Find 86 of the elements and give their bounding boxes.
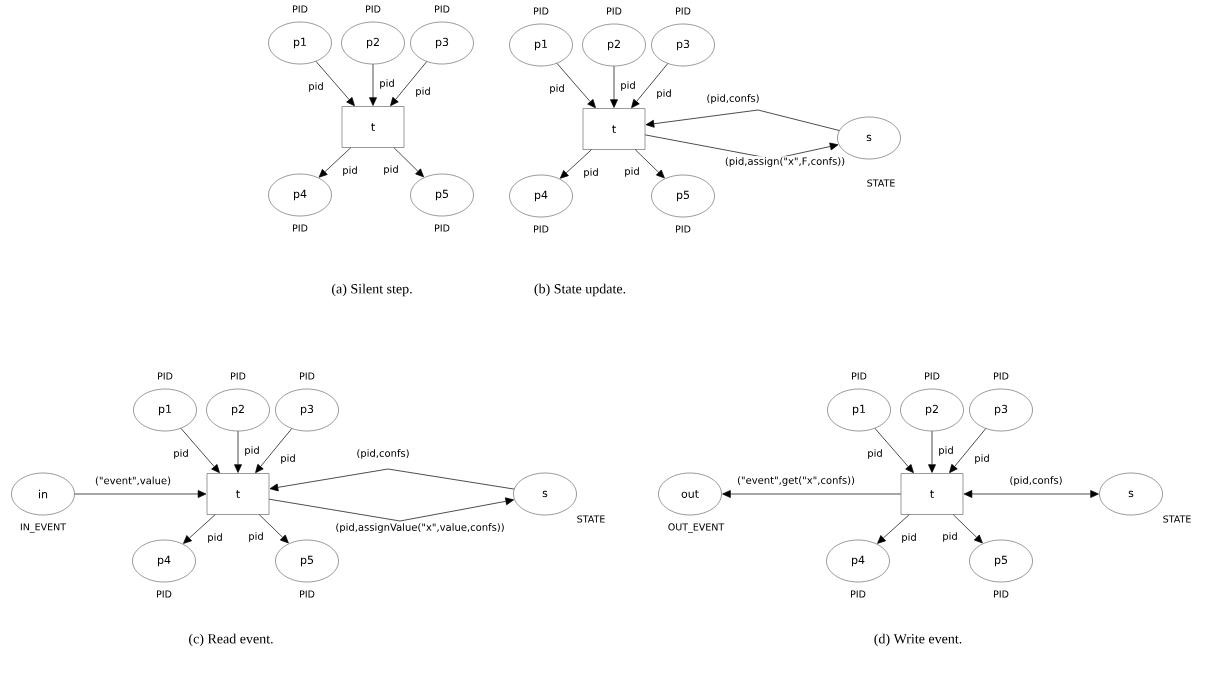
caption: (a) Silent step. xyxy=(332,283,412,297)
edge-label: pid xyxy=(172,448,190,460)
arrow xyxy=(877,514,910,544)
edge-label: (pid,confs) xyxy=(705,93,761,105)
type-label: PID xyxy=(293,5,308,13)
transition-box: t xyxy=(341,106,405,148)
arrow xyxy=(234,430,242,473)
arrow xyxy=(928,430,936,473)
edge-label: pid xyxy=(623,166,641,178)
edge-label: pid xyxy=(382,164,400,176)
type-label: OUT_EVENT xyxy=(668,523,725,533)
type-label: STATE xyxy=(577,515,605,523)
arrow xyxy=(559,149,592,179)
type-label: PID xyxy=(994,590,1009,598)
caption: (b) State update. xyxy=(534,283,626,297)
transition-box: t xyxy=(900,473,964,515)
edge-label: pid xyxy=(307,81,325,93)
arrow xyxy=(74,490,207,498)
type-label: PID xyxy=(534,225,549,233)
arrow xyxy=(369,63,377,106)
edge-label: pid xyxy=(548,83,566,95)
arrow xyxy=(393,147,424,178)
type-label: PID xyxy=(925,372,940,380)
arrow xyxy=(874,428,914,473)
arrow xyxy=(645,109,840,131)
arrow xyxy=(318,147,352,178)
edge-label: pid xyxy=(900,532,918,544)
edge-label: pid xyxy=(655,88,673,100)
edge-label: ("event",value) xyxy=(94,475,172,487)
type-label: PID xyxy=(435,5,450,13)
type-label: PID xyxy=(852,372,867,380)
arrow xyxy=(258,514,289,544)
transition-box: t xyxy=(206,473,270,515)
arrow xyxy=(952,514,983,544)
edge-label: pid xyxy=(414,86,432,98)
edge-label: (pid,assign("x",F,confs)) xyxy=(723,156,847,168)
edge-label: pid xyxy=(341,165,359,177)
edge-label: pid xyxy=(206,532,224,544)
edge-label: (pid,confs) xyxy=(1008,475,1064,487)
edge-label: pid xyxy=(866,448,884,460)
arrow xyxy=(315,61,355,106)
type-label: IN_EVENT xyxy=(20,523,67,533)
type-label: PID xyxy=(994,372,1009,380)
type-label: PID xyxy=(676,225,691,233)
arrow xyxy=(269,468,515,492)
edge-label: pid xyxy=(941,531,959,543)
caption: (d) Write event. xyxy=(874,633,962,647)
arrow xyxy=(634,149,665,179)
arrow xyxy=(610,65,618,108)
edge-label: (pid,assignValue("x",value,confs)) xyxy=(334,522,506,534)
type-label: STATE xyxy=(1163,515,1191,523)
edge-label: pid xyxy=(937,445,955,457)
type-label: PID xyxy=(366,5,381,13)
arrow xyxy=(631,63,669,108)
edge-label: pid xyxy=(247,531,265,543)
arrow xyxy=(556,63,596,108)
caption: (c) Read event. xyxy=(189,633,273,647)
edge-label: pid xyxy=(973,453,991,465)
edge-label: pid xyxy=(378,78,396,90)
arrow xyxy=(722,490,902,498)
type-label: PID xyxy=(293,224,308,232)
edge-label: (pid,confs) xyxy=(355,448,411,460)
type-label: PID xyxy=(300,372,315,380)
type-label: PID xyxy=(157,590,172,598)
type-label: PID xyxy=(851,590,866,598)
arrow xyxy=(183,514,216,544)
arrow xyxy=(390,61,428,106)
edge-label: ("event",get("x",confs)) xyxy=(736,475,856,487)
type-label: PID xyxy=(300,590,315,598)
type-label: PID xyxy=(158,372,173,380)
edge-label: pid xyxy=(243,445,261,457)
arrow xyxy=(255,428,293,473)
edge-label: pid xyxy=(619,80,637,92)
type-label: PID xyxy=(676,7,691,15)
type-label: PID xyxy=(231,372,246,380)
type-label: PID xyxy=(534,7,549,15)
arrow xyxy=(180,428,220,473)
arrow xyxy=(963,490,1099,498)
edge-label: pid xyxy=(279,453,297,465)
type-label: PID xyxy=(607,7,622,15)
arrow xyxy=(949,428,987,473)
arrow xyxy=(268,497,514,522)
transition-box: t xyxy=(582,108,646,150)
type-label: STATE xyxy=(867,179,895,187)
edge-label: pid xyxy=(582,167,600,179)
type-label: PID xyxy=(435,224,450,232)
